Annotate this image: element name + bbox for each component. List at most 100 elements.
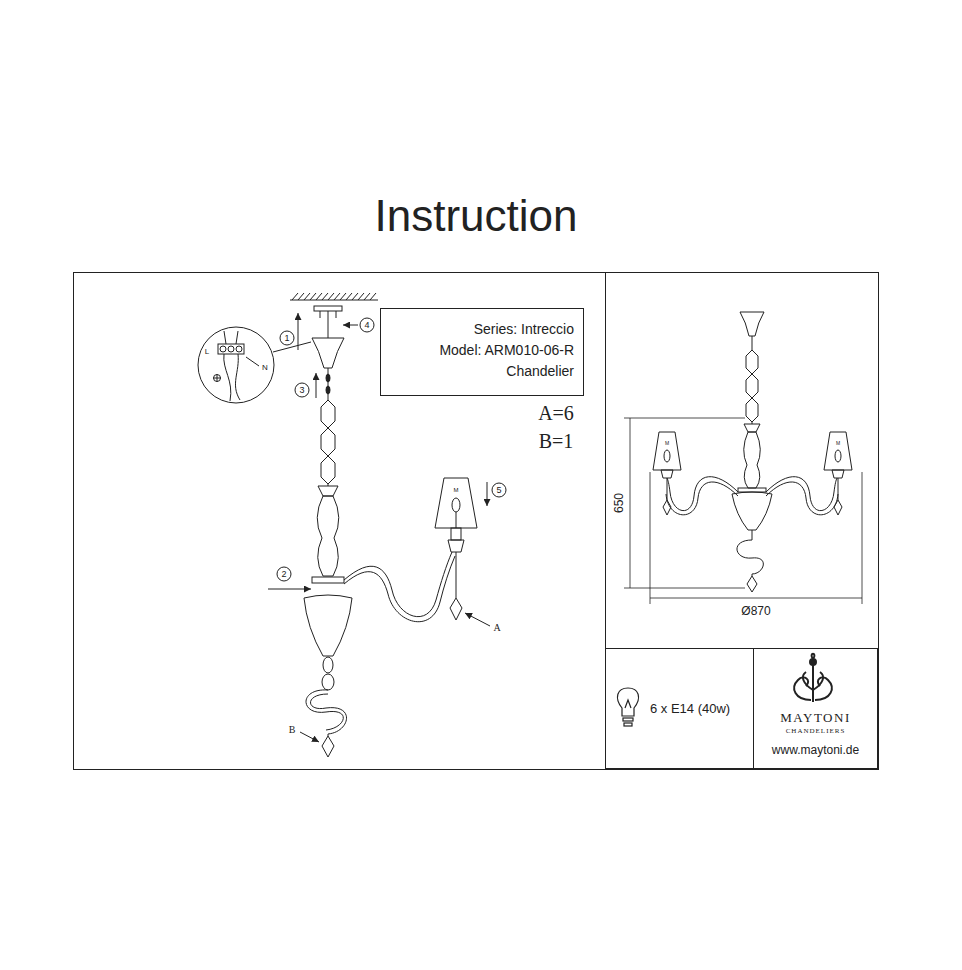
assembly-drawing-part <box>321 456 335 484</box>
overview-drawing-part <box>766 477 837 511</box>
overview-drawing-part <box>744 424 760 432</box>
assembly-drawing-part <box>321 400 335 428</box>
wiring-detail-part <box>198 327 274 403</box>
dimension-lines <box>624 418 862 604</box>
callout-number: 1 <box>284 334 289 343</box>
assembly-drawing-part <box>450 552 462 620</box>
logo-ornament-part <box>794 678 811 700</box>
overview-drawing-part <box>766 482 838 515</box>
logo-ornament-part <box>815 678 832 700</box>
assembly-drawing-part <box>326 386 330 394</box>
wire-label: L <box>205 348 209 356</box>
assembly-drawing-part <box>452 498 460 512</box>
wiring-detail-part <box>236 346 242 352</box>
bulb-cell: 6 x E14 (40w) <box>605 648 754 769</box>
logo-ornament-part <box>812 665 814 702</box>
assembly-drawing-part <box>314 306 342 311</box>
overview-drawing-part <box>664 450 670 462</box>
overview-drawing-part <box>746 398 758 422</box>
assembly-drawing-part <box>298 313 299 350</box>
wiring-detail-part <box>228 346 234 352</box>
wiring-detail-part <box>224 354 231 401</box>
dimension-lines-part <box>650 598 862 599</box>
dimension-lines-part <box>624 418 745 588</box>
callout-circle-part <box>360 318 374 332</box>
wiring-detail-part <box>273 342 311 352</box>
wiring-detail-part <box>224 331 238 344</box>
dimension-lines-part <box>650 472 862 604</box>
node-text: Series: Intreccio <box>381 319 574 340</box>
assembly-drawing-part <box>344 552 452 617</box>
logo-ornament <box>794 654 832 702</box>
assembly-drawing-part <box>316 373 317 398</box>
bulb-icon <box>617 688 638 726</box>
callout-circle-part <box>295 383 309 397</box>
node-text: 6 x E14 (40w) <box>650 701 730 716</box>
assembly-drawing-part <box>320 311 336 338</box>
wiring-detail <box>198 327 311 403</box>
overview-drawing-part <box>752 336 753 350</box>
node-text: MAYTONI <box>780 710 850 726</box>
overview-drawing-part <box>835 450 841 462</box>
assembly-drawing-part <box>321 428 335 456</box>
wiring-detail-part <box>214 375 221 382</box>
count-note: B=1 <box>539 431 574 451</box>
sheet-frame <box>74 272 879 770</box>
overview-drawing-part <box>738 488 766 492</box>
assembly-drawing-part <box>300 732 319 742</box>
callout-circle-part <box>277 567 291 581</box>
bulb-mark: M <box>665 441 669 446</box>
assembly-drawing-part <box>304 595 352 656</box>
wiring-detail-part <box>235 354 240 400</box>
assembly-drawing-part <box>306 690 343 730</box>
logo-ornament-part <box>803 672 813 690</box>
node-text: www.maytoni.de <box>772 743 859 757</box>
callout-number: 5 <box>496 486 501 495</box>
overview-drawing-part <box>737 530 763 576</box>
overview-drawing-part <box>746 350 758 374</box>
overview-drawing-part <box>740 312 764 336</box>
overview-drawing-part <box>661 470 673 478</box>
assembly-drawing-part <box>456 512 457 528</box>
bulb-icon-part <box>625 700 631 708</box>
wiring-detail-part <box>213 374 221 382</box>
overview-drawing-part <box>824 432 852 470</box>
overview-drawing-part <box>832 470 844 478</box>
assembly-drawing-part <box>292 293 376 300</box>
overview-drawing-part <box>663 478 671 515</box>
overview-drawing-part <box>747 576 757 592</box>
dimension-text: Ø870 <box>741 605 770 617</box>
node-text: CHANDELIERS <box>786 727 846 735</box>
assembly-drawing-part <box>318 486 338 496</box>
wire-label: N <box>262 364 268 372</box>
overview-drawing-part <box>653 432 681 470</box>
bulb-icon-part <box>617 688 638 716</box>
sheet-title: Instruction <box>375 194 578 238</box>
assembly-drawing-part <box>312 338 344 368</box>
overview-drawing-part <box>834 478 842 515</box>
callout-circle-part <box>492 483 506 497</box>
wiring-detail-part <box>246 357 259 366</box>
part-letter: A <box>493 623 500 633</box>
logo-ornament-part <box>812 654 815 659</box>
count-note: A=6 <box>538 403 574 423</box>
assembly-drawing-part <box>328 368 329 400</box>
sheet-frame-part <box>74 273 879 770</box>
node-text: Chandelier <box>381 361 574 382</box>
assembly-drawing-part <box>435 478 477 528</box>
overview-drawing-part <box>666 482 738 515</box>
assembly-drawing-part <box>322 674 334 690</box>
bulb-icon-part <box>623 718 633 721</box>
assembly-drawing-part <box>451 528 461 540</box>
assembly-drawing-part <box>344 556 455 622</box>
assembly-drawing-part <box>322 734 334 757</box>
bulb-mark: M <box>454 487 459 493</box>
info-box: Series: IntreccioModel: ARM010-06-RChand… <box>380 308 584 396</box>
assembly-drawing-part <box>487 482 488 506</box>
logo-ornament-part <box>810 659 816 665</box>
callout-circle-part <box>280 331 294 345</box>
assembly-drawing-part <box>465 613 490 626</box>
